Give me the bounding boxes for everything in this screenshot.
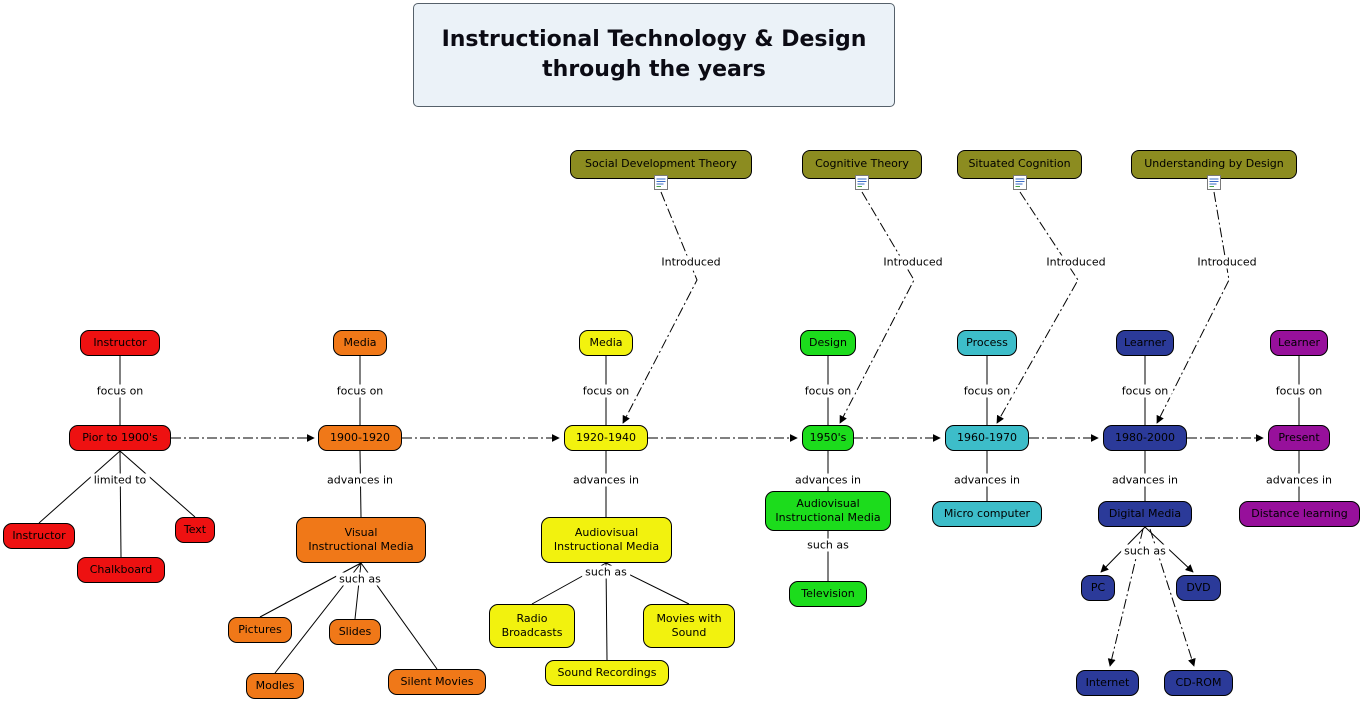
document-icon (1013, 175, 1027, 190)
document-icon (654, 175, 668, 190)
node-instructor: Instructor (3, 523, 75, 549)
node-situated-cognition: Situated Cognition (957, 150, 1082, 179)
node-era-prior-1900: Pior to 1900's (69, 425, 171, 451)
node-radio-broadcasts: Radio Broadcasts (489, 604, 575, 648)
link-label-such-as: such as (336, 572, 384, 586)
link-label-advances-in: advances in (323, 473, 397, 487)
node-pc: PC (1081, 575, 1115, 601)
link-label-advances-in: advances in (1108, 473, 1182, 487)
link-label-introduced: Introduced (1194, 255, 1260, 269)
link-label-advances-in: advances in (569, 473, 643, 487)
link-label-focus-on: focus on (1272, 384, 1326, 398)
node-era-present: Present (1268, 425, 1330, 451)
link-label-focus-on: focus on (960, 384, 1014, 398)
node-sound-recordings: Sound Recordings (545, 660, 669, 686)
node-audiovisual-instructional-media: Audiovisual Instructional Media (541, 517, 672, 563)
node-text: Text (175, 517, 215, 543)
link-label-advances-in: advances in (950, 473, 1024, 487)
node-internet: Internet (1076, 670, 1139, 696)
node-era-1980-2000: 1980-2000 (1103, 425, 1187, 451)
resource-icon (1013, 175, 1027, 190)
link-label-limited-to: limited to (90, 473, 150, 487)
node-digital-media: Digital Media (1098, 501, 1192, 527)
link-label-introduced: Introduced (658, 255, 724, 269)
node-cd-rom: CD-ROM (1164, 670, 1233, 696)
link-label-advances-in: advances in (791, 473, 865, 487)
node-visual-instructional-media: Visual Instructional Media (296, 517, 426, 563)
link-label-focus-on: focus on (333, 384, 387, 398)
node-movies-with-sound: Movies with Sound (643, 604, 735, 648)
node-chalkboard: Chalkboard (77, 557, 165, 583)
document-icon (1207, 175, 1221, 190)
node-focus-learner-1980: Learner (1116, 330, 1174, 356)
node-dvd: DVD (1176, 575, 1221, 601)
node-focus-instructor: Instructor (80, 330, 160, 356)
link-label-focus-on: focus on (579, 384, 633, 398)
link-label-introduced: Introduced (1043, 255, 1109, 269)
resource-icon (654, 175, 668, 190)
node-focus-learner-present: Learner (1270, 330, 1328, 356)
node-audiovisual-instructional-media-green: Audiovisual Instructional Media (765, 491, 891, 531)
node-pictures: Pictures (228, 617, 292, 643)
link-label-focus-on: focus on (93, 384, 147, 398)
document-icon (855, 175, 869, 190)
link-label-introduced: Introduced (880, 255, 946, 269)
node-distance-learning: Distance learning (1239, 501, 1360, 527)
node-social-development-theory: Social Development Theory (570, 150, 752, 179)
link-label-such-as: such as (1121, 544, 1169, 558)
node-television: Television (789, 581, 867, 607)
node-focus-process: Process (957, 330, 1017, 356)
node-focus-media-1900: Media (333, 330, 387, 356)
node-era-1920-1940: 1920-1940 (564, 425, 648, 451)
link-label-focus-on: focus on (801, 384, 855, 398)
map-title-line2: through the years (542, 57, 766, 82)
node-slides: Slides (329, 619, 381, 645)
link-label-advances-in: advances in (1262, 473, 1336, 487)
node-modles: Modles (246, 673, 304, 699)
node-era-1950s: 1950's (802, 425, 854, 451)
map-title: Instructional Technology & Design throug… (413, 3, 895, 107)
resource-icon (1207, 175, 1221, 190)
resource-icon (855, 175, 869, 190)
dash-dot-links (171, 191, 1264, 667)
node-focus-design: Design (800, 330, 856, 356)
link-label-focus-on: focus on (1118, 384, 1172, 398)
node-micro-computer: Micro computer (932, 501, 1042, 527)
node-silent-movies: Silent Movies (388, 669, 486, 695)
node-era-1900-1920: 1900-1920 (318, 425, 402, 451)
node-era-1960-1970: 1960-1970 (945, 425, 1029, 451)
node-cognitive-theory: Cognitive Theory (802, 150, 922, 179)
link-label-such-as: such as (804, 538, 852, 552)
map-title-line1: Instructional Technology & Design (441, 27, 867, 52)
link-label-such-as: such as (582, 565, 630, 579)
node-focus-media-1920: Media (579, 330, 633, 356)
